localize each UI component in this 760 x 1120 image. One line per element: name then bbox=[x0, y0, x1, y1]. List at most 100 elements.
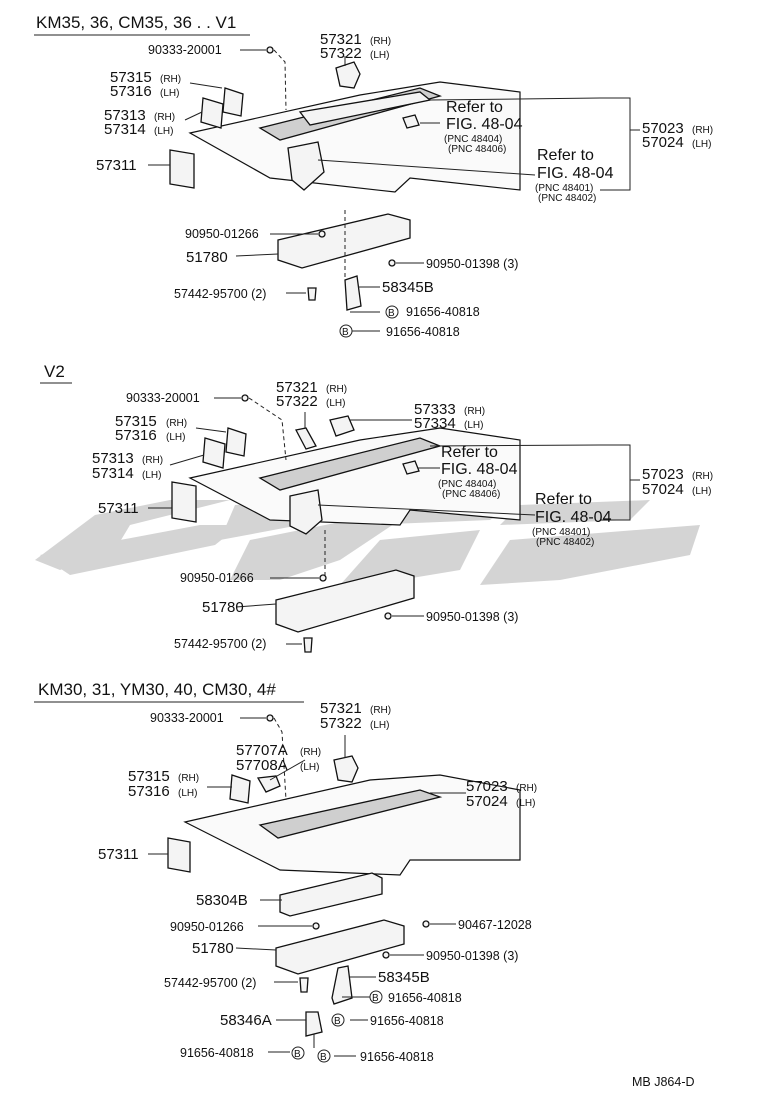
label-57321: 57321 bbox=[320, 700, 362, 717]
svg-text:(PNC 48402): (PNC 48402) bbox=[536, 537, 594, 548]
nut-90950 bbox=[382, 951, 390, 959]
part-51780 bbox=[275, 569, 415, 633]
clip-90333 bbox=[266, 714, 274, 722]
part-57311 bbox=[171, 481, 197, 523]
label-57313: 57313 bbox=[92, 450, 134, 467]
pnc-ref: PNC 48402 bbox=[541, 193, 593, 204]
section-v1: KM35, 36, CM35, 36 . . V1 bbox=[34, 13, 713, 339]
bolt-marker: B bbox=[334, 1016, 341, 1027]
bracket-58345 bbox=[344, 275, 362, 311]
label-rh: (RH) bbox=[178, 773, 199, 784]
label-lh: (LH) bbox=[370, 50, 389, 61]
section-title: V2 bbox=[44, 362, 65, 381]
label-rh: (RH) bbox=[154, 112, 175, 123]
label-57315: 57315 bbox=[128, 768, 170, 785]
floor-panel bbox=[183, 774, 521, 876]
part-57311 bbox=[169, 149, 195, 189]
label-91656-40818: 91656-40818 bbox=[386, 325, 460, 339]
label-57024: 57024 bbox=[642, 481, 684, 498]
pnc-ref: PNC 48404 bbox=[441, 479, 493, 490]
label-91656-40818: 91656-40818 bbox=[360, 1050, 434, 1064]
rail bbox=[258, 789, 443, 839]
bracket-57315 bbox=[229, 774, 251, 804]
label-lh: (LH) bbox=[160, 88, 179, 99]
section-km30: KM30, 31, YM30, 40, CM30, 4# bbox=[34, 680, 537, 1064]
bracket-57315 bbox=[225, 427, 247, 457]
clip-90333 bbox=[266, 46, 274, 54]
label-57023: 57023 bbox=[642, 120, 684, 137]
label-57322: 57322 bbox=[320, 715, 362, 732]
fig-reference: FIG. 48-04 bbox=[537, 165, 614, 182]
label-lh: (LH) bbox=[370, 720, 389, 731]
bolt-marker: B bbox=[388, 308, 395, 319]
label-90950-01398: 90950-01398 (3) bbox=[426, 610, 518, 624]
label-57333: 57333 bbox=[414, 401, 456, 418]
label-90950-01398: 90950-01398 (3) bbox=[426, 949, 518, 963]
bracket-57321 bbox=[295, 427, 317, 450]
figure-code: MB J864-D bbox=[632, 1075, 695, 1089]
bracket-58346 bbox=[305, 1011, 323, 1037]
svg-text:(PNC 48401): (PNC 48401) bbox=[532, 527, 590, 538]
clip-90950 bbox=[319, 574, 327, 582]
label-57707a: 57707A bbox=[236, 742, 288, 759]
label-90950-01266: 90950-01266 bbox=[180, 571, 254, 585]
bolt-marker: B bbox=[342, 327, 349, 338]
label-rh: (RH) bbox=[516, 783, 537, 794]
svg-text:(PNC 48401): (PNC 48401) bbox=[535, 183, 593, 194]
svg-text:(PNC 48406): (PNC 48406) bbox=[442, 489, 500, 500]
label-rh: (RH) bbox=[464, 406, 485, 417]
section-title: KM30, 31, YM30, 40, CM30, 4# bbox=[38, 680, 276, 699]
label-57316: 57316 bbox=[115, 427, 157, 444]
label-91656-40818: 91656-40818 bbox=[180, 1046, 254, 1060]
label-lh: (LH) bbox=[166, 432, 185, 443]
nut-90950 bbox=[388, 259, 396, 267]
label-57442-95700: 57442-95700 (2) bbox=[174, 637, 266, 651]
label-57315: 57315 bbox=[115, 413, 157, 430]
label-lh: (LH) bbox=[142, 470, 161, 481]
fig-reference: FIG. 48-04 bbox=[446, 116, 523, 133]
bracket-57707 bbox=[256, 775, 281, 793]
label-rh: (RH) bbox=[142, 455, 163, 466]
label-58345b: 58345B bbox=[382, 279, 434, 296]
label-lh: (LH) bbox=[692, 139, 711, 150]
svg-text:(PNC 48404): (PNC 48404) bbox=[444, 134, 502, 145]
label-lh: (LH) bbox=[178, 788, 197, 799]
bracket-58345 bbox=[331, 965, 353, 1005]
label-rh: (RH) bbox=[692, 471, 713, 482]
clip-90467 bbox=[422, 920, 430, 928]
label-91656-40818: 91656-40818 bbox=[406, 305, 480, 319]
refer-to-label: Refer to bbox=[537, 147, 594, 164]
label-rh: (RH) bbox=[166, 418, 187, 429]
label-51780: 51780 bbox=[192, 940, 234, 957]
label-57313: 57313 bbox=[104, 107, 146, 124]
bolt-marker: B bbox=[294, 1049, 301, 1060]
label-90333-20001: 90333-20001 bbox=[150, 711, 224, 725]
label-57315: 57315 bbox=[110, 69, 152, 86]
section-v2: V2 90333-20001 57321 (RH) bbox=[40, 362, 713, 653]
part-58304b bbox=[279, 872, 383, 917]
label-57311: 57311 bbox=[98, 846, 139, 863]
section-title: KM35, 36, CM35, 36 . . V1 bbox=[36, 13, 236, 32]
label-57316: 57316 bbox=[128, 783, 170, 800]
clip-90950 bbox=[312, 922, 320, 930]
fig-reference: FIG. 48-04 bbox=[535, 509, 612, 526]
pnc-ref: PNC 48402 bbox=[539, 537, 591, 548]
label-lh: (LH) bbox=[326, 398, 345, 409]
label-51780: 51780 bbox=[202, 599, 244, 616]
label-lh: (LH) bbox=[692, 486, 711, 497]
label-57708a: 57708A bbox=[236, 757, 288, 774]
label-rh: (RH) bbox=[370, 36, 391, 47]
bracket-57313 bbox=[202, 437, 226, 469]
label-57334: 57334 bbox=[414, 415, 456, 432]
pnc-ref: PNC 48406 bbox=[445, 489, 497, 500]
label-57024: 57024 bbox=[642, 134, 684, 151]
label-rh: (RH) bbox=[326, 384, 347, 395]
fig-reference: FIG. 48-04 bbox=[441, 461, 518, 478]
refer-to-label: Refer to bbox=[535, 491, 592, 508]
label-rh: (RH) bbox=[160, 74, 181, 85]
clip-90333 bbox=[241, 394, 249, 402]
label-rh: (RH) bbox=[300, 747, 321, 758]
seat-panel bbox=[287, 141, 325, 191]
label-57321: 57321 bbox=[276, 379, 318, 396]
label-57322: 57322 bbox=[276, 393, 318, 410]
